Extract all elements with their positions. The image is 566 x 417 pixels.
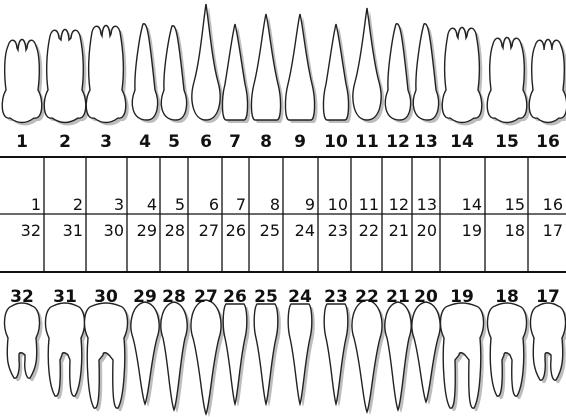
upper-tooth-number: 9: [294, 132, 306, 152]
lower-tooth-number: 21: [386, 287, 410, 307]
upper-tooth-number: 16: [536, 132, 560, 152]
lower-tooth-number: 28: [162, 287, 186, 307]
lower-tooth-number: 30: [94, 287, 118, 307]
upper-tooth-15[interactable]: [487, 38, 527, 123]
lower-tooth-18[interactable]: [488, 303, 527, 396]
grid-cell-lower: 26: [226, 221, 246, 240]
grid-cell-upper: 14: [462, 195, 482, 214]
lower-tooth-number: 18: [495, 287, 519, 307]
grid-cell-lower: 27: [199, 221, 219, 240]
lower-tooth-number: 32: [10, 287, 34, 307]
grid-cell-upper: 16: [543, 195, 563, 214]
grid-cell-lower: 32: [21, 221, 41, 240]
upper-tooth-number: 15: [495, 132, 519, 152]
upper-tooth-number: 8: [260, 132, 272, 152]
grid-cell-upper: 15: [505, 195, 525, 214]
grid-cell-lower: 23: [328, 221, 348, 240]
lower-tooth-number: 17: [536, 287, 560, 307]
grid-cell-upper: 10: [328, 195, 348, 214]
numbering-grid: 1322313304295286277268259241023112212211…: [0, 157, 566, 272]
upper-number-row: 12345678910111213141516: [16, 132, 560, 152]
grid-cell-upper: 7: [236, 195, 246, 214]
grid-cell-upper: 8: [270, 195, 280, 214]
upper-tooth-number: 14: [450, 132, 474, 152]
grid-cell-lower: 29: [137, 221, 157, 240]
grid-cell-upper: 11: [359, 195, 379, 214]
lower-tooth-number: 24: [288, 287, 312, 307]
lower-tooth-number: 31: [53, 287, 77, 307]
upper-tooth-7[interactable]: [222, 24, 247, 120]
upper-tooth-number: 1: [16, 132, 28, 152]
upper-tooth-14[interactable]: [442, 28, 482, 123]
grid-cell-upper: 5: [175, 195, 185, 214]
upper-tooth-number: 13: [414, 132, 438, 152]
upper-tooth-number: 10: [324, 132, 348, 152]
lower-tooth-number: 22: [355, 287, 379, 307]
lower-tooth-31[interactable]: [46, 303, 85, 396]
lower-tooth-number: 25: [254, 287, 278, 307]
grid-cell-upper: 1: [31, 195, 41, 214]
grid-cell-upper: 2: [73, 195, 83, 214]
upper-tooth-2[interactable]: [44, 30, 86, 123]
upper-tooth-10[interactable]: [323, 24, 348, 120]
grid-cell-upper: 12: [389, 195, 409, 214]
grid-cell-lower: 25: [260, 221, 280, 240]
grid-cell-upper: 6: [209, 195, 219, 214]
upper-tooth-5[interactable]: [161, 26, 186, 120]
upper-tooth-3[interactable]: [86, 26, 126, 123]
upper-tooth-number: 11: [355, 132, 379, 152]
grid-cell-lower: 31: [63, 221, 83, 240]
grid-cell-upper: 4: [147, 195, 157, 214]
grid-cell-lower: 30: [104, 221, 124, 240]
grid-cell-lower: 21: [389, 221, 409, 240]
lower-teeth: [5, 300, 566, 417]
upper-tooth-number: 12: [386, 132, 410, 152]
upper-teeth: [2, 4, 566, 126]
grid-cell-lower: 28: [165, 221, 185, 240]
upper-tooth-16[interactable]: [529, 40, 566, 123]
grid-cell-lower: 19: [462, 221, 482, 240]
grid-cell-lower: 24: [295, 221, 315, 240]
upper-tooth-number: 3: [100, 132, 112, 152]
lower-tooth-number: 26: [223, 287, 247, 307]
lower-tooth-number: 27: [194, 287, 218, 307]
grid-cell-lower: 17: [543, 221, 563, 240]
grid-cell-lower: 20: [417, 221, 437, 240]
upper-tooth-number: 7: [229, 132, 241, 152]
grid-cell-upper: 9: [305, 195, 315, 214]
grid-cell-upper: 13: [417, 195, 437, 214]
upper-tooth-number: 2: [59, 132, 71, 152]
lower-tooth-number: 29: [133, 287, 157, 307]
grid-cell-lower: 18: [505, 221, 525, 240]
grid-cell-lower: 22: [359, 221, 379, 240]
upper-tooth-number: 6: [200, 132, 212, 152]
grid-cell-upper: 3: [114, 195, 124, 214]
lower-tooth-number: 19: [450, 287, 474, 307]
upper-tooth-number: 5: [168, 132, 180, 152]
upper-tooth-number: 4: [139, 132, 151, 152]
lower-tooth-number: 20: [414, 287, 438, 307]
upper-tooth-1[interactable]: [2, 40, 42, 123]
lower-tooth-number: 23: [324, 287, 348, 307]
